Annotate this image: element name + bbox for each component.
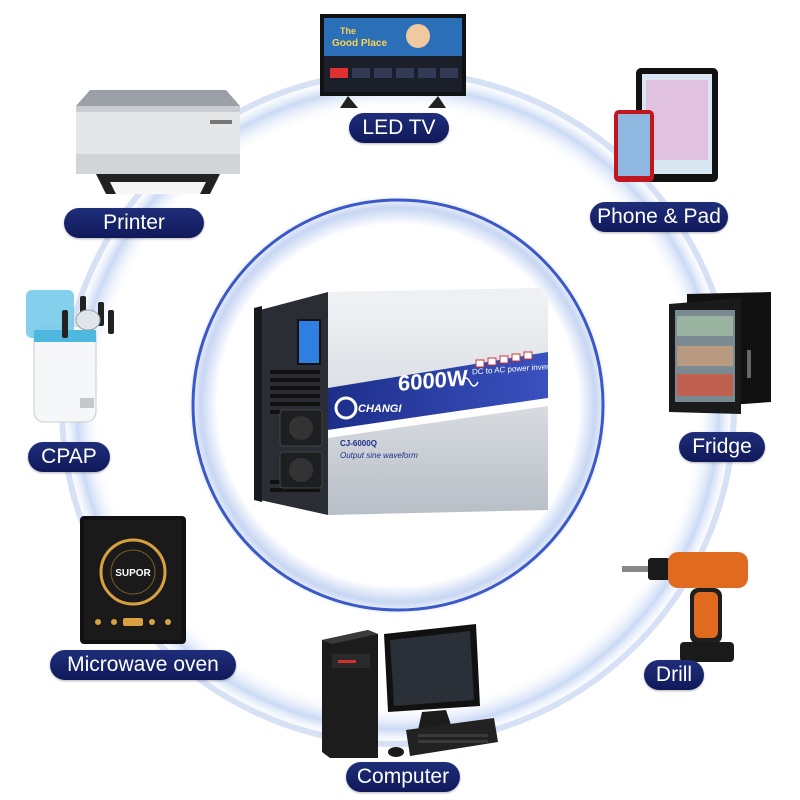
printer-icon: [76, 90, 240, 194]
inverter-brand: CHANGI: [358, 403, 402, 415]
power-inverter: CHANGI 6000W DC to AC power inverter CJ-…: [254, 288, 550, 515]
drill-icon: [622, 552, 748, 662]
device-label-fridge: Fridge: [679, 432, 765, 462]
cooker-brand: SUPOR: [115, 568, 151, 579]
tv-screen-line2: Good Place: [332, 38, 387, 49]
device-label-led-tv: LED TV: [349, 113, 449, 143]
fridge-icon: [669, 292, 771, 414]
induction-cooker-icon: SUPOR: [80, 516, 186, 644]
tv-icon: The Good Place: [320, 14, 466, 108]
device-label-computer: Computer: [346, 762, 460, 792]
inverter-power: 6000W: [398, 365, 468, 396]
inverter-model: CJ-6000Q: [340, 439, 377, 448]
device-label-microwave-oven: Microwave oven: [50, 650, 236, 680]
cpap-icon: [26, 290, 114, 423]
device-label-cpap: CPAP: [28, 442, 110, 472]
inner-ring-line: [191, 198, 605, 612]
tv-screen-line1: The: [340, 26, 356, 36]
device-label-printer: Printer: [64, 208, 204, 238]
device-label-drill: Drill: [644, 660, 704, 690]
device-label-phone-pad: Phone & Pad: [590, 202, 728, 232]
tablet-icon: [614, 68, 718, 182]
computer-icon: [322, 624, 498, 758]
inverter-waveform-text: Output sine waveform: [340, 451, 418, 460]
